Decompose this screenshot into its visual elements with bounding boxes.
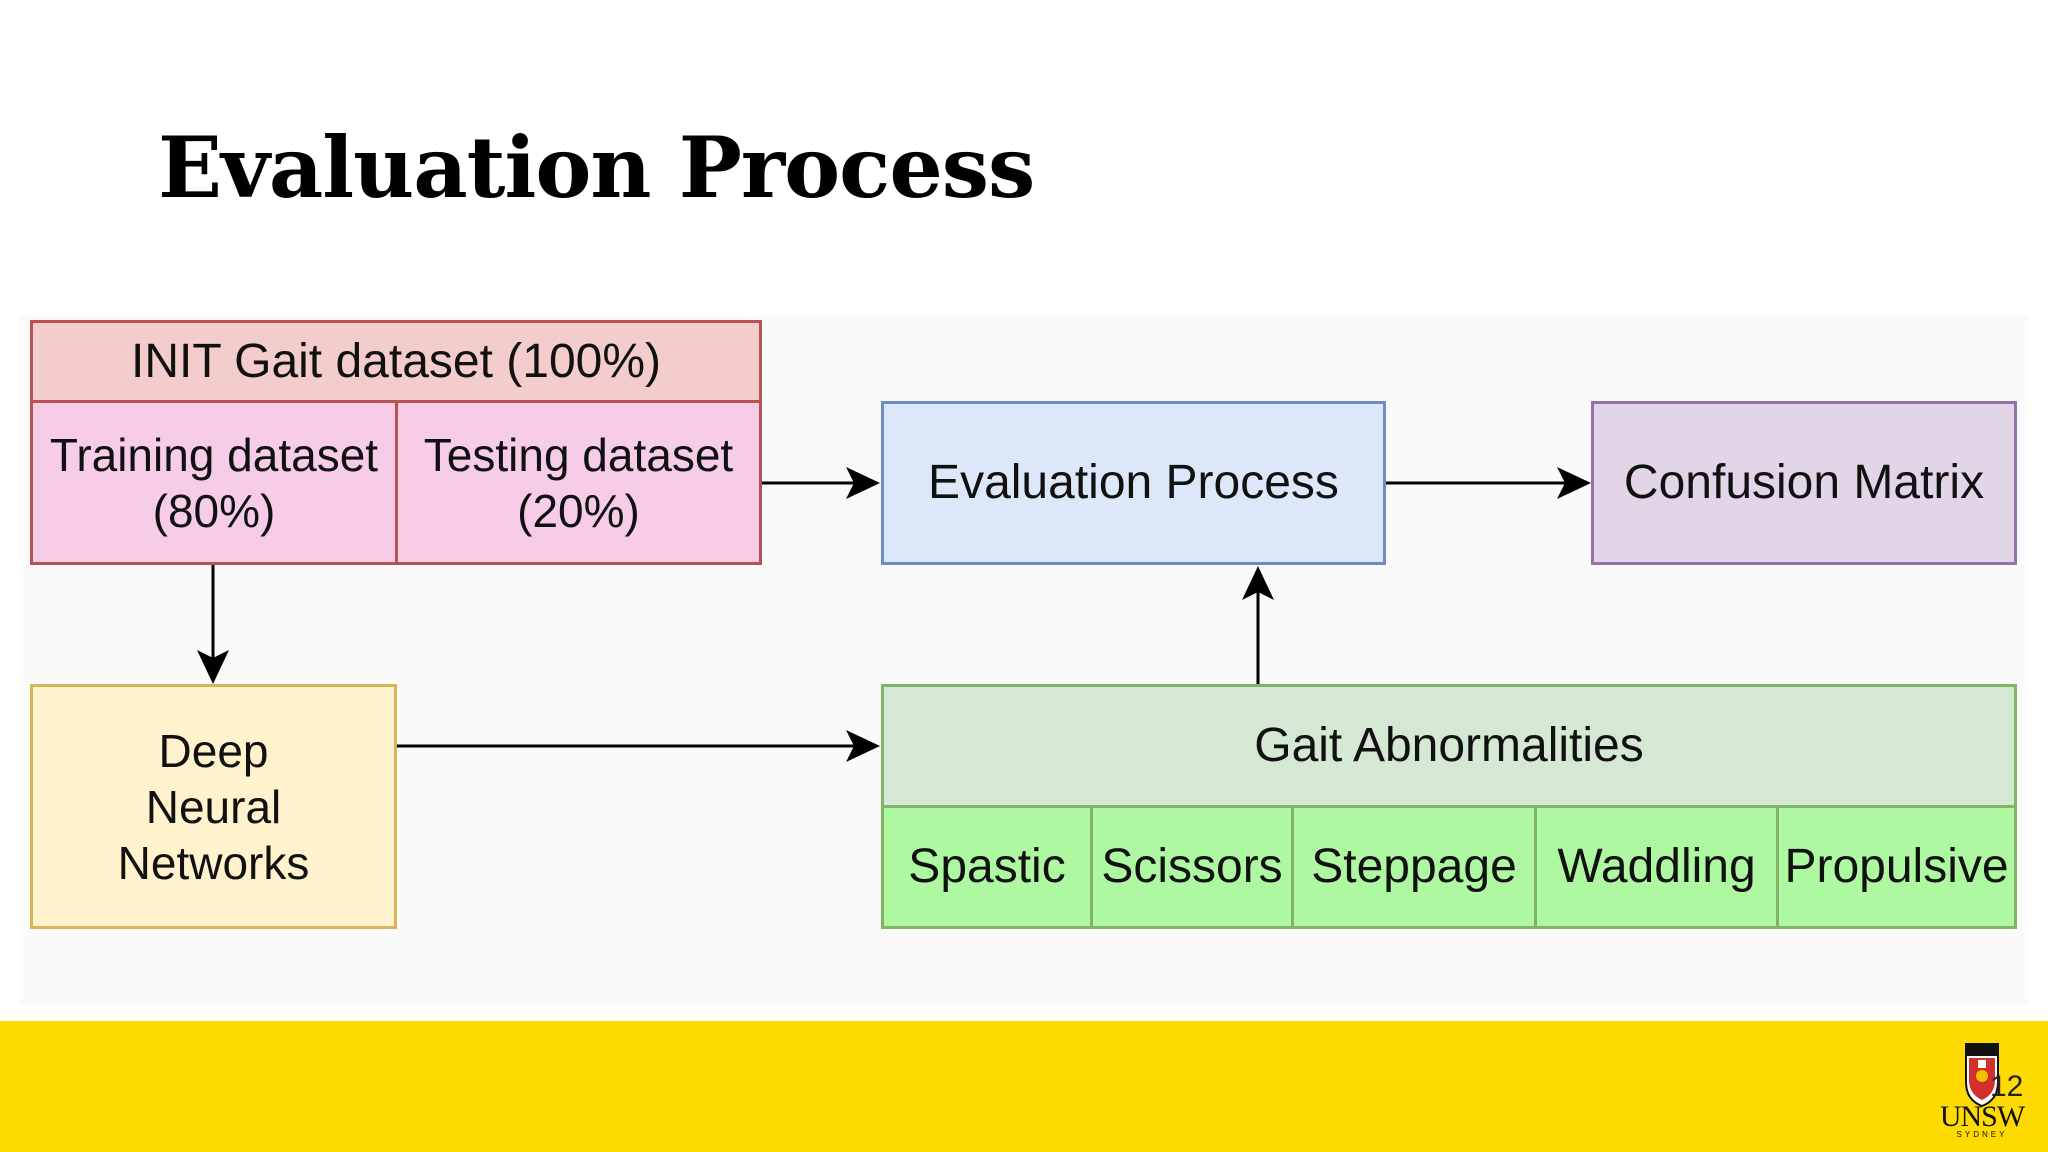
arrowhead — [846, 467, 880, 499]
gait-type-label: Spastic — [908, 840, 1066, 893]
gait-type-label: Waddling — [1557, 840, 1756, 893]
training-dataset-label: Training dataset (80%) — [49, 428, 379, 537]
gait-type-box: Spastic — [881, 805, 1093, 929]
gait-type-label: Scissors — [1101, 840, 1283, 893]
logo-text: UNSW — [1939, 1100, 2025, 1133]
confusion-matrix-box: Confusion Matrix — [1591, 401, 2017, 565]
dnn-label: Deep Neural Networks — [117, 724, 310, 889]
slide-title: Evaluation Process — [158, 118, 1035, 217]
page-number: 12 — [1990, 1070, 2024, 1103]
arrowhead — [846, 730, 880, 762]
dnn-box: Deep Neural Networks — [30, 684, 397, 929]
gait-type-box: Propulsive — [1776, 805, 2017, 929]
unsw-crest-icon — [1965, 1043, 1999, 1108]
gait-type-label: Steppage — [1311, 840, 1517, 893]
testing-dataset-label: Testing dataset (20%) — [423, 428, 734, 537]
arrowhead — [197, 650, 229, 684]
gait-type-box: Waddling — [1534, 805, 1779, 929]
arrowhead — [1557, 467, 1591, 499]
arrowhead — [1242, 566, 1274, 600]
footer-bar — [0, 1021, 2048, 1152]
training-dataset-box: Training dataset (80%) — [30, 400, 398, 565]
testing-dataset-box: Testing dataset (20%) — [395, 400, 762, 565]
gait-abnormalities-label: Gait Abnormalities — [1254, 719, 1644, 772]
dataset-header-label: INIT Gait dataset (100%) — [130, 334, 661, 388]
evaluation-process-label: Evaluation Process — [928, 456, 1339, 509]
gait-type-label: Propulsive — [1784, 840, 2009, 893]
evaluation-process-box: Evaluation Process — [881, 401, 1386, 565]
logo-subtext: SYDNEY — [1956, 1130, 2008, 1139]
gait-type-box: Steppage — [1291, 805, 1537, 929]
gait-type-box: Scissors — [1090, 805, 1294, 929]
confusion-matrix-label: Confusion Matrix — [1623, 456, 1985, 509]
gait-abnormalities-box: Gait Abnormalities — [881, 684, 2017, 808]
